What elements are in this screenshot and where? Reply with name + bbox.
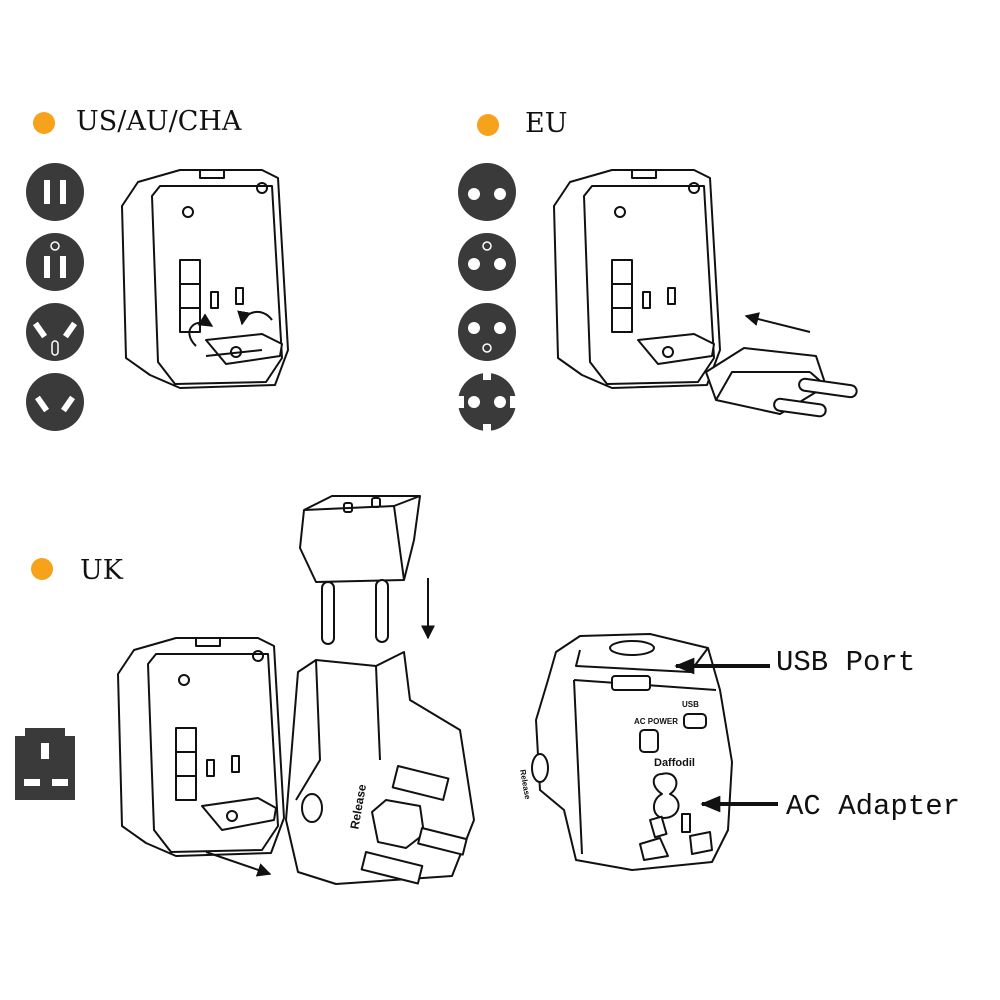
eu-plug-top	[299, 495, 435, 645]
usb-port-callout: USB Port	[776, 646, 916, 679]
eu-3-round-alt-icon	[458, 303, 516, 361]
svg-text:Daffodil: Daffodil	[654, 757, 695, 769]
eu-2-round-icon	[458, 163, 516, 221]
svg-text:Release: Release	[518, 769, 532, 801]
schuko-icon	[456, 372, 518, 432]
eu-section-title: EU	[525, 108, 568, 139]
svg-text:AC POWER: AC POWER	[634, 717, 678, 726]
us-section-title: US/AU/CHA	[76, 106, 242, 137]
au-2-pin-icon	[26, 373, 84, 431]
ac-adapter-callout: AC Adapter	[786, 790, 961, 823]
au-3-pin-icon	[26, 303, 84, 361]
uk-3-pin-icon	[15, 728, 75, 800]
uk-section-title: UK	[80, 555, 123, 586]
us-3-pin-icon	[26, 233, 84, 291]
adapter-body-eu	[553, 169, 858, 418]
svg-text:USB: USB	[682, 700, 699, 709]
uk-sleeve: Release	[285, 651, 475, 885]
uk-bullet-dot	[31, 558, 53, 580]
eu-3-round-icon	[458, 233, 516, 291]
assembled-adapter: AC POWER USB Daffodil Release	[518, 633, 778, 871]
us-bullet-dot	[33, 112, 55, 134]
us-2-flat-icon	[26, 163, 84, 221]
adapter-body-uk	[117, 637, 285, 877]
adapter-body-us	[121, 169, 289, 389]
eu-bullet-dot	[477, 114, 499, 136]
